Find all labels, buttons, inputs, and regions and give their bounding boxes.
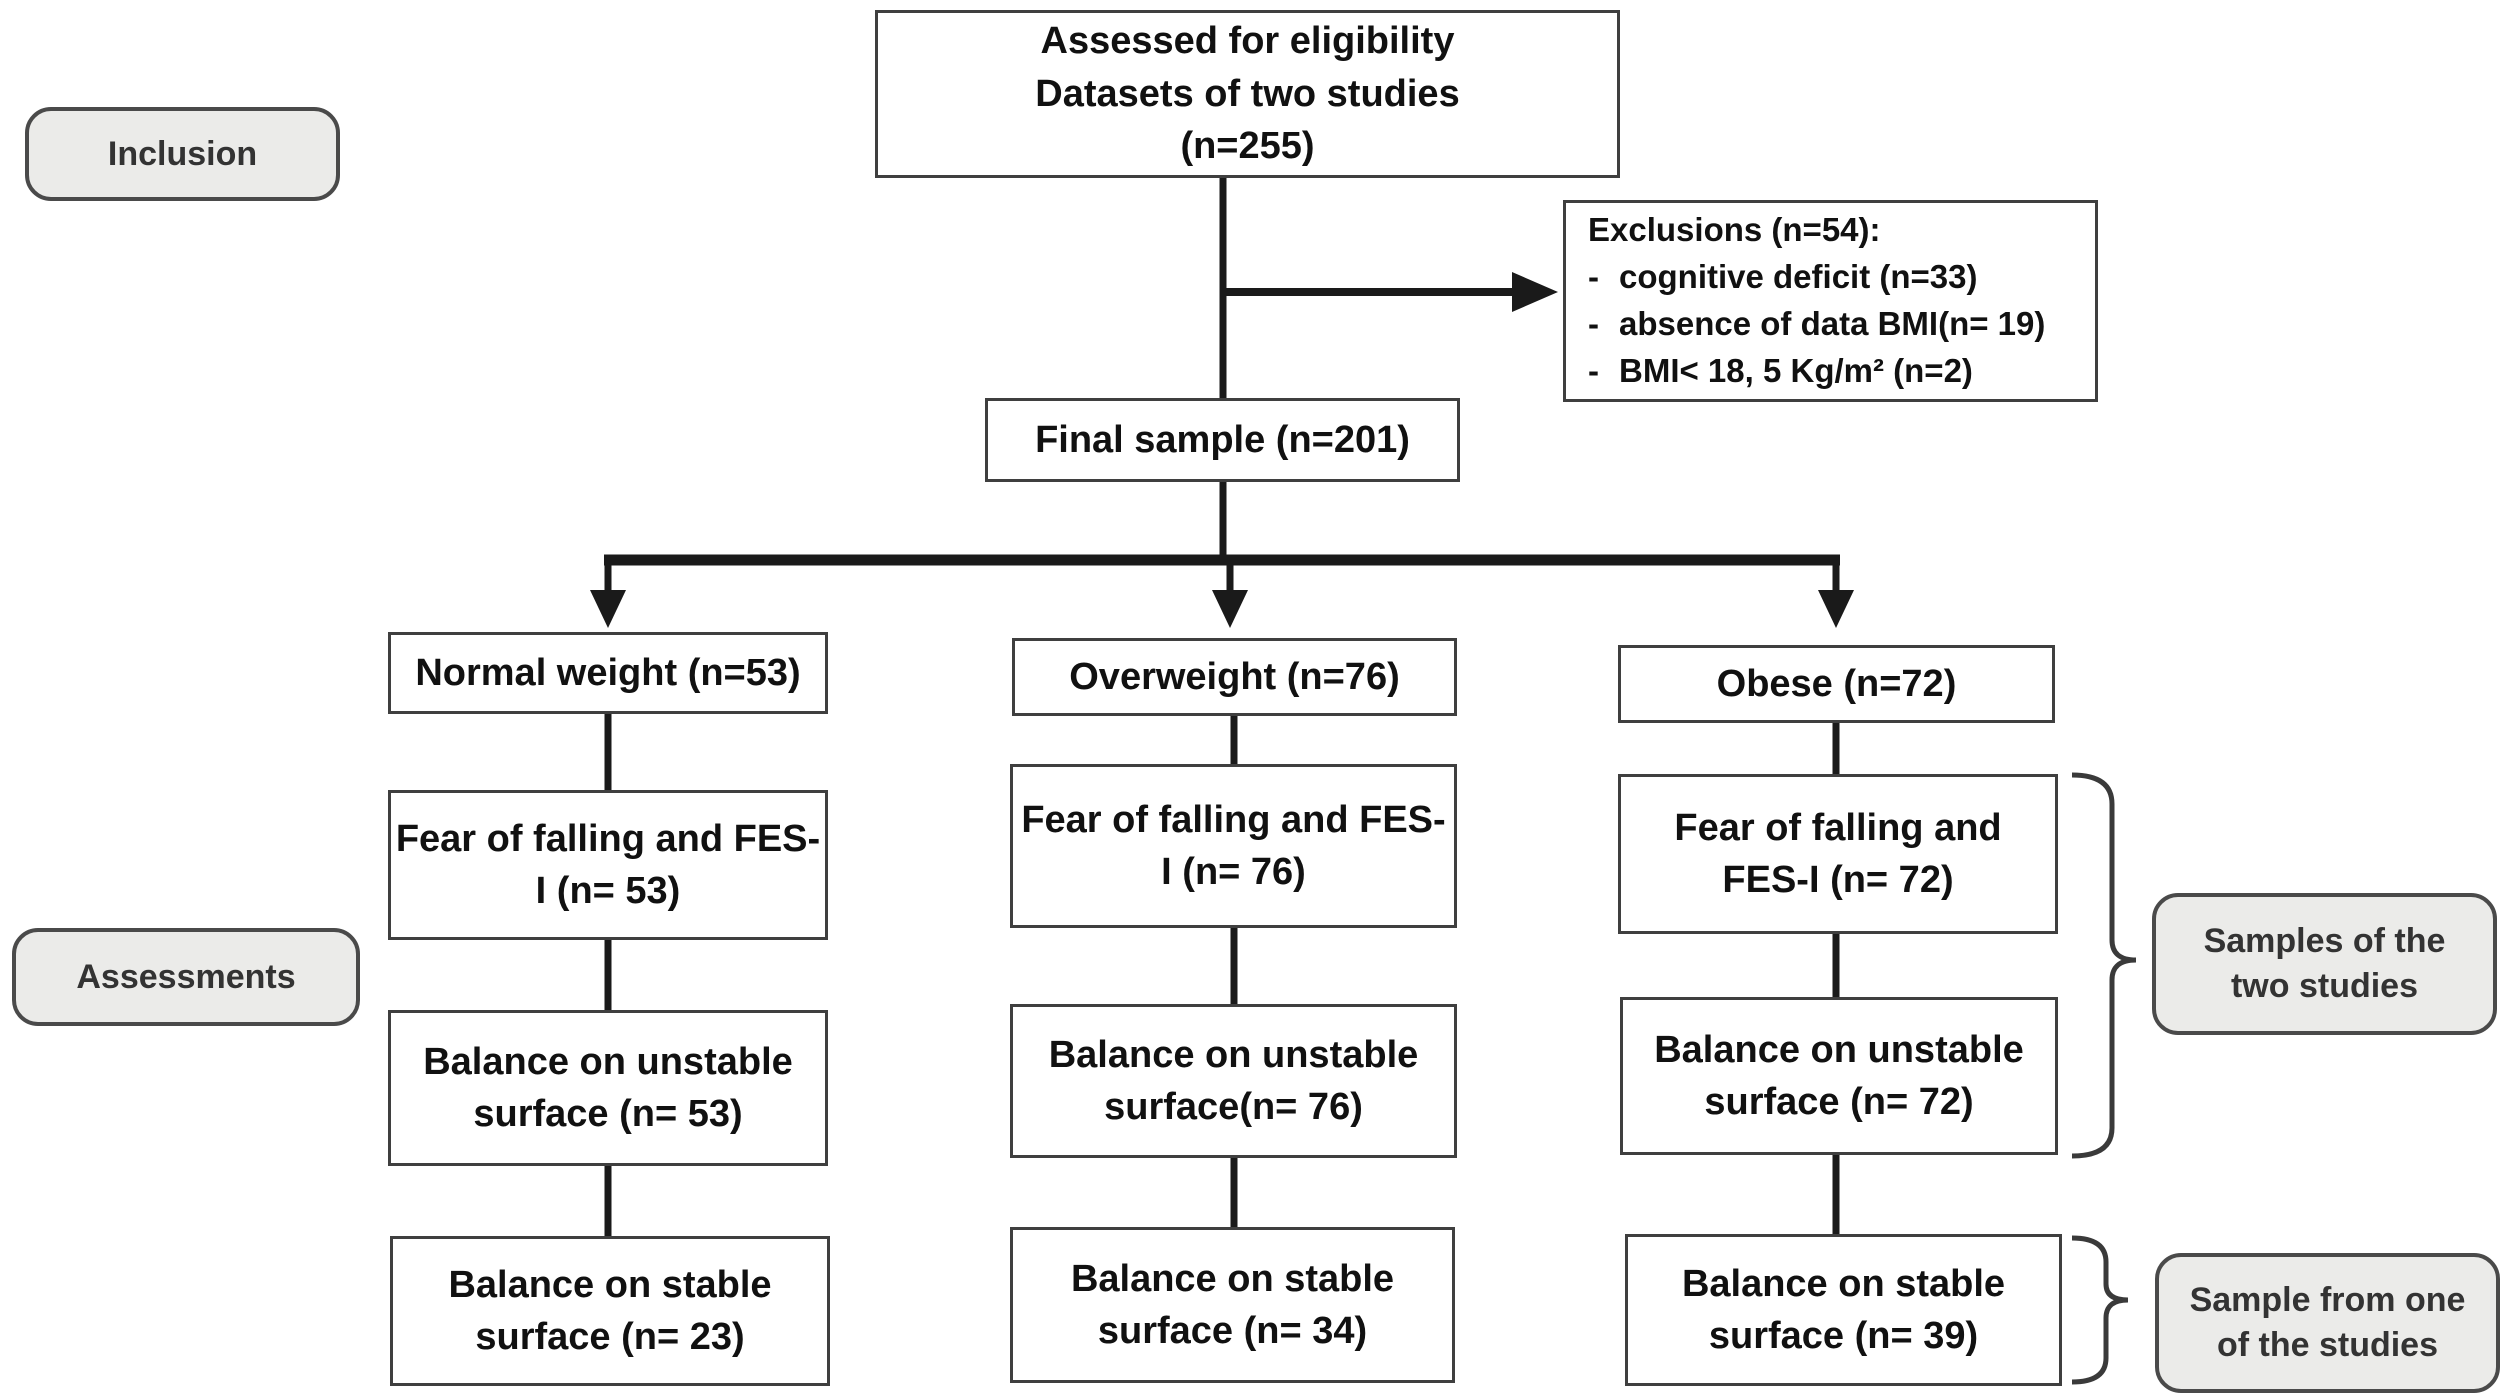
stable-line-1: Balance on stable — [448, 1263, 772, 1306]
sample-one-study-note: Sample from one of the studies — [2155, 1253, 2500, 1393]
group-label: Normal weight (n=53) — [415, 651, 801, 694]
fear-line-1: Fear of falling and FES- — [395, 817, 821, 860]
inclusion-label-text: Inclusion — [107, 134, 258, 173]
obese-group-box: Obese (n=72) — [1618, 645, 2055, 723]
unstable-line-2: surface(n= 76) — [1104, 1086, 1363, 1128]
balance-stable-box-overweight: Balance on stable surface (n= 34) — [1010, 1227, 1455, 1383]
assessments-label-text: Assessments — [76, 957, 296, 996]
exclusions-box: Exclusions (n=54): - cognitive deficit (… — [1563, 200, 2098, 402]
assessed-line-2: Datasets of two studies — [1035, 72, 1460, 115]
unstable-line-1: Balance on unstable — [1654, 1028, 2024, 1071]
inclusion-stage-label: Inclusion — [25, 107, 340, 201]
note-line-1: Sample from one — [2189, 1281, 2466, 1320]
exclusions-title: Exclusions (n=54): — [1588, 211, 1881, 249]
unstable-line-1: Balance on unstable — [423, 1040, 793, 1083]
group-label: Obese (n=72) — [1716, 662, 1957, 705]
stable-line-1: Balance on stable — [1681, 1262, 2006, 1305]
exclusion-item-text: BMI< 18, 5 Kg/m² (n=2) — [1619, 351, 1973, 389]
overweight-group-box: Overweight (n=76) — [1012, 638, 1457, 716]
unstable-line-2: surface (n= 72) — [1704, 1081, 1974, 1123]
exclusion-item: - absence of data BMI(n= 19) — [1588, 301, 2045, 348]
bullet-dash: - — [1588, 351, 1599, 389]
fear-line-1: Fear of falling and FES- — [1021, 798, 1446, 841]
assessed-line-3: (n=255) — [1180, 125, 1315, 168]
samples-two-studies-note: Samples of the two studies — [2152, 893, 2497, 1035]
bracket-one-study — [2071, 1235, 2129, 1385]
fear-fes-box-normal: Fear of falling and FES- I (n= 53) — [388, 790, 828, 940]
exclusion-item: - BMI< 18, 5 Kg/m² (n=2) — [1588, 348, 1973, 395]
bracket-two-studies — [2071, 772, 2137, 1159]
fear-line-2: FES-I (n= 72) — [1722, 859, 1954, 901]
normal-weight-group-box: Normal weight (n=53) — [388, 632, 828, 714]
column-connector-lines — [604, 714, 1840, 1236]
balance-stable-box-obese: Balance on stable surface (n= 39) — [1625, 1234, 2062, 1386]
bullet-dash: - — [1588, 258, 1599, 296]
note-line-2: two studies — [2230, 967, 2419, 1005]
final-sample-box: Final sample (n=201) — [985, 398, 1460, 482]
balance-stable-box-normal: Balance on stable surface (n= 23) — [390, 1236, 830, 1386]
stable-line-1: Balance on stable — [1070, 1257, 1395, 1300]
stable-line-2: surface (n= 23) — [475, 1316, 745, 1358]
bullet-dash: - — [1588, 305, 1599, 342]
exclusion-item-text: absence of data BMI(n= 19) — [1619, 305, 2046, 342]
branch-arrows — [590, 554, 1854, 628]
note-line-2: of the studies — [2216, 1326, 2439, 1364]
fear-line-1: Fear of falling and — [1674, 806, 2002, 849]
unstable-line-2: surface (n= 53) — [473, 1093, 743, 1135]
stable-line-2: surface (n= 39) — [1708, 1315, 1979, 1357]
balance-unstable-box-overweight: Balance on unstable surface(n= 76) — [1010, 1004, 1457, 1158]
stable-line-2: surface (n= 34) — [1097, 1310, 1368, 1352]
exclusion-item: - cognitive deficit (n=33) — [1588, 254, 1978, 301]
group-label: Overweight (n=76) — [1069, 655, 1400, 698]
balance-unstable-box-normal: Balance on unstable surface (n= 53) — [388, 1010, 828, 1166]
exclusion-item-text: cognitive deficit (n=33) — [1619, 258, 1978, 296]
unstable-line-1: Balance on unstable — [1048, 1033, 1419, 1076]
fear-fes-box-obese: Fear of falling and FES-I (n= 72) — [1618, 774, 2058, 934]
exclusion-arrow-icon — [1223, 272, 1558, 312]
assessed-line-1: Assessed for eligibility — [1040, 20, 1455, 63]
final-sample-text: Final sample (n=201) — [1035, 418, 1410, 461]
fear-line-2: I (n= 53) — [535, 870, 681, 912]
note-line-1: Samples of the — [2203, 922, 2446, 961]
fear-line-2: I (n= 76) — [1161, 851, 1306, 893]
balance-unstable-box-obese: Balance on unstable surface (n= 72) — [1620, 997, 2058, 1155]
fear-fes-box-overweight: Fear of falling and FES- I (n= 76) — [1010, 764, 1457, 928]
assessed-eligibility-box: Assessed for eligibility Datasets of two… — [875, 10, 1620, 178]
assessments-stage-label: Assessments — [12, 928, 360, 1026]
